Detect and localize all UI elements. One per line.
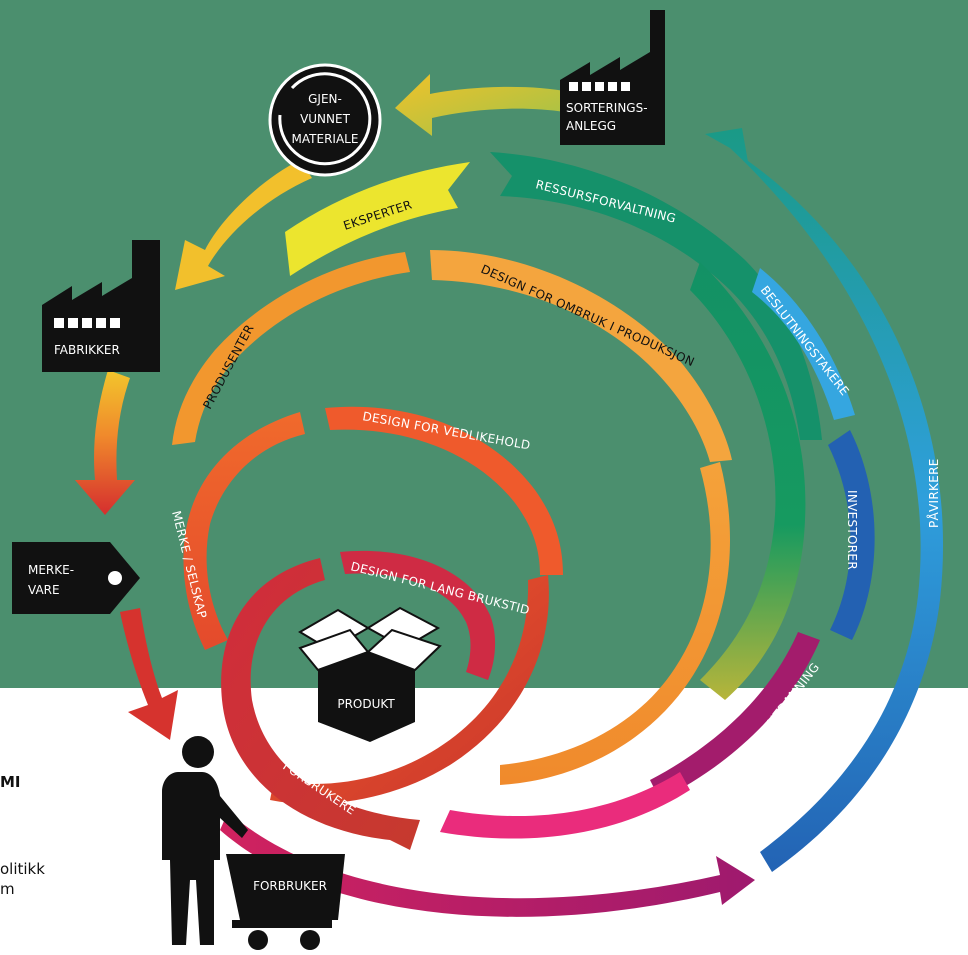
node-sorteringsanlegg: SORTERINGS- ANLEGG (560, 10, 665, 145)
arc-beslutningstakere (752, 268, 855, 420)
arrow-sorting-to-recovered (395, 74, 570, 136)
arc-design (440, 772, 690, 839)
tag-icon (12, 542, 140, 614)
arc-design-lang-brukstid (340, 550, 496, 680)
arc-akademia (650, 632, 820, 800)
produkt-label: PRODUKT (337, 697, 395, 711)
gjenvunnet-line1: GJEN- (308, 92, 342, 106)
cart-wheel-icon (248, 930, 268, 950)
forbruker-label: FORBRUKER (253, 879, 327, 893)
label-pavirkere: PÅVIRKERE (926, 458, 941, 528)
node-forbruker: FORBRUKER (162, 736, 345, 950)
arc-design-vedlikehold (325, 406, 563, 575)
arc-orange-ring (500, 462, 730, 785)
cart-icon (226, 854, 345, 920)
arrow-brand-to-consumer (120, 608, 178, 740)
sortering-line2: ANLEGG (566, 119, 616, 133)
node-produkt: PRODUKT (298, 606, 442, 742)
cart-wheel-icon (300, 930, 320, 950)
arc-design-ombruk (430, 250, 732, 462)
arc-pavirkere (705, 128, 944, 872)
factory-icon (560, 10, 665, 145)
sortering-line1: SORTERINGS- (566, 101, 648, 115)
side-text-line2: m (0, 880, 15, 898)
label-design: DESIGN (539, 846, 588, 865)
arc-produsenter (172, 252, 410, 445)
arc-investorer (828, 430, 875, 640)
person-head-icon (182, 736, 214, 768)
gjenvunnet-line2: VUNNET (300, 112, 351, 126)
merkevare-line1: MERKE- (28, 563, 74, 577)
label-investorer: INVESTORER (845, 490, 859, 570)
node-merkevare: MERKE- VARE (12, 542, 140, 614)
arc-ressursforvaltning (490, 152, 822, 440)
arrow-factories-to-brand (75, 370, 135, 515)
side-text-line1: olitikk (0, 860, 45, 878)
recycle-circle-icon (268, 63, 382, 177)
arc-forbrukere (221, 558, 420, 850)
fabrikker-label: FABRIKKER (54, 343, 120, 357)
node-gjenvunnet: GJEN- VUNNET MATERIALE (268, 63, 382, 177)
person-body-icon (162, 772, 248, 945)
arc-eksperter (285, 162, 470, 276)
arc-design-sirkulaer (220, 812, 755, 917)
arc-merke-selskap (183, 412, 305, 650)
tag-hole-icon (108, 571, 122, 585)
factory-icon (42, 240, 160, 372)
node-fabrikker: FABRIKKER (42, 240, 160, 372)
side-heading-fragment: MI (0, 773, 21, 791)
recycle-arrow-icon (278, 72, 372, 166)
merkevare-line2: VARE (28, 583, 60, 597)
gjenvunnet-line3: MATERIALE (292, 132, 359, 146)
arrow-recovered-to-factories (175, 160, 312, 290)
arc-green-ring (690, 262, 806, 700)
box-icon (318, 652, 415, 742)
